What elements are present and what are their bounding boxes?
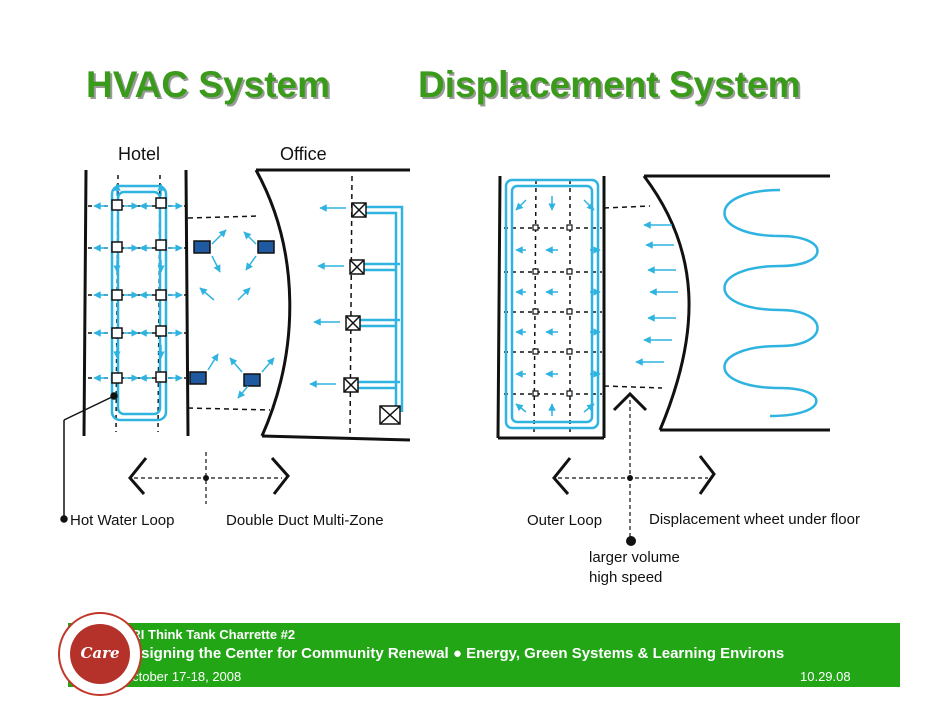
displacement-title: Displacement System [418, 64, 801, 105]
vav-boxes [189, 240, 275, 387]
community-renewal-logo: Care [58, 612, 142, 696]
outer-loop-label: Outer Loop [527, 512, 603, 529]
displacement-dimension-marker [552, 391, 716, 495]
high-speed-label: high speed [589, 569, 663, 586]
displacement-airflow-arrows [515, 196, 601, 416]
displacement-office-building [642, 174, 830, 432]
hotel-building [82, 169, 190, 437]
hotel-water-loop [110, 184, 168, 422]
displacement-node-markers [532, 224, 573, 397]
underfloor-serpentine [723, 188, 819, 418]
office-supply-ducts [352, 205, 404, 412]
footer-project-title: Designing the Center for Community Renew… [122, 645, 785, 662]
larger-volume-label: larger volume [589, 549, 680, 566]
office-terminal-units [343, 202, 401, 425]
hot-water-loop-pointer [60, 392, 118, 523]
footer-banner: CRI Think Tank Charrette #2 Designing th… [68, 623, 900, 687]
hvac-title: HVAC System [86, 64, 331, 105]
displacement-label: Displacement wheet under floor [649, 511, 860, 528]
hvac-dimension-marker [128, 457, 290, 495]
footer-event-title: CRI Think Tank Charrette #2 [122, 627, 296, 642]
displacement-building [496, 175, 606, 440]
footer-slide-date: 10.29.08 [800, 669, 851, 684]
displacement-office-arrows [635, 221, 678, 366]
outer-loop [504, 178, 600, 430]
double-duct-label: Double Duct Multi-Zone [226, 512, 384, 529]
displacement-connector [603, 205, 663, 389]
displacement-grid-lines [504, 179, 602, 437]
hotel-grid-lines [88, 174, 186, 433]
hotel-airflow-arrows [93, 183, 183, 382]
connector-airflow-arrows [199, 229, 275, 399]
office-building [254, 168, 411, 442]
hotel-label: Hotel [118, 144, 161, 164]
logo-text: Care [80, 644, 120, 662]
ductwork-connector [187, 215, 271, 411]
footer-date-range: October 17-18, 2008 [122, 669, 242, 684]
hotel-fan-coil-units [111, 197, 167, 384]
office-airflow-arrows [309, 204, 346, 388]
hot-water-loop-label: Hot Water Loop [70, 512, 175, 529]
office-label: Office [280, 144, 327, 164]
